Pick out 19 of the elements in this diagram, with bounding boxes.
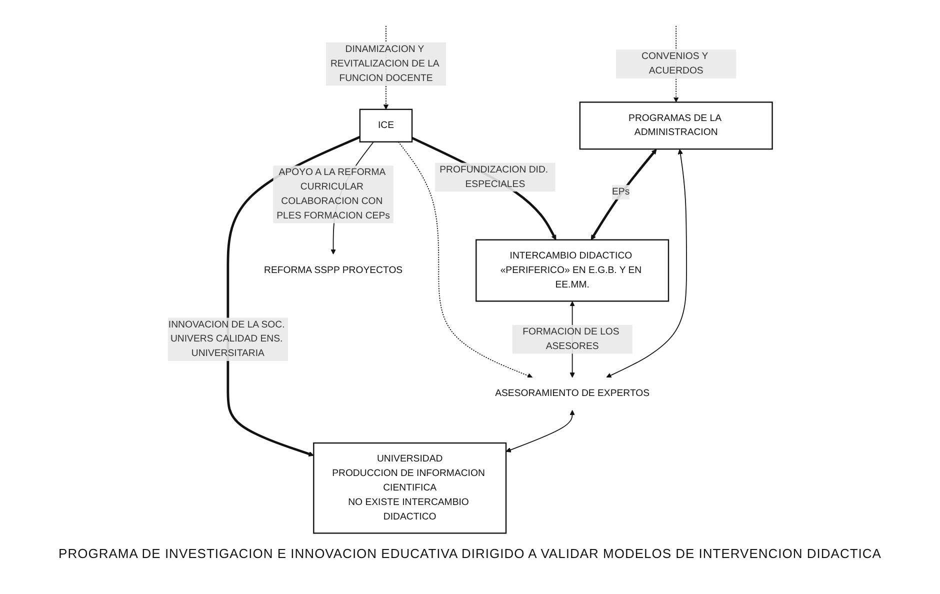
arrow [398, 140, 533, 378]
note-text: PROGRAMA DE INVESTIGACION E INNOVACION EDUCATIVA DIRIGIDO A VALIDAR MODELOS DE INTERVENCION DIDACTICA [58, 546, 882, 561]
arrow [411, 136, 556, 240]
edge-label: APOYO A LA REFORMA CURRICULAR COLABORACION CON PLES FORMACION CEPs [276, 166, 390, 220]
node-text: ASESORAMIENTO DE EXPERTOS [495, 388, 650, 398]
edge-label: EPs [612, 186, 630, 197]
arrow [590, 148, 657, 240]
node-box: INTERCAMBIO DIDACTICO «PERIFERICO» EN E.G.B. Y EN EE.MM. [475, 238, 670, 302]
node-box: PROGRAMAS DE LA ADMINISTRACION [579, 101, 773, 150]
arrow [606, 148, 687, 378]
node-text: REFORMA SSPP PROYECTOS [264, 264, 403, 275]
edge-label: INNOVACION DE LA SOC. UNIVERS CALIDAD ENS. UNIVERSITARIA [168, 318, 285, 358]
arrow [506, 409, 575, 452]
edge-label: FORMACION DE LOS ASESORES [522, 326, 620, 351]
edge-label: CONVENIOS Y ACUERDOS [641, 50, 708, 76]
node-box: ICE [359, 108, 413, 142]
node-box: UNIVERSIDAD PRODUCCION DE INFORMACION CIENTIFICA NO EXISTE INTERCAMBIO DIDACTICO [313, 442, 507, 534]
edge-label: PROFUNDIZACION DID. ESPECIALES [440, 164, 548, 189]
edge-label: DINAMIZACION Y REVITALIZACION DE LA FUNCION DOCENTE [330, 44, 439, 83]
